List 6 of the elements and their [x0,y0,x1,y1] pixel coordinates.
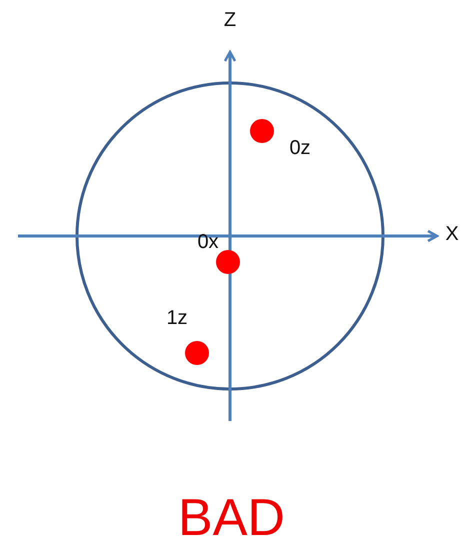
point-label: 1z [166,308,188,328]
axis-label: X [445,224,459,244]
axis-label: Z [224,10,236,30]
point-label: 0x [197,232,219,252]
point-label: 0z [289,138,311,158]
caption: BAD [177,492,286,544]
